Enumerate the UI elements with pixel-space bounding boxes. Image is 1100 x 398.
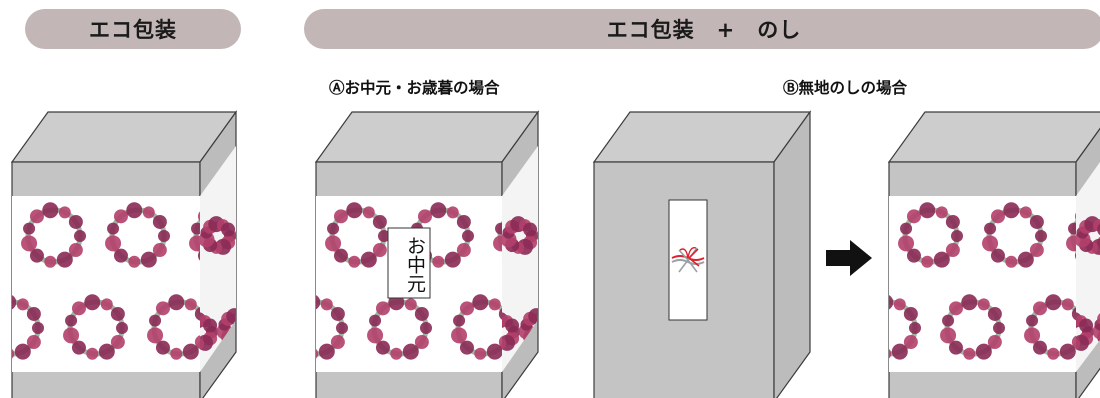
case-b-label: Ⓑ無地のしの場合 [783, 79, 908, 97]
noshi-ochugen-text: お中元 [404, 236, 426, 293]
eco-packaging-label: エコ包装 [25, 9, 241, 49]
right-arrow-icon [826, 240, 872, 276]
eco-packaging-noshi-label: エコ包装 + のし [304, 9, 1100, 49]
mizuhiki-icon [671, 247, 705, 273]
rose-wreath-icon [12, 202, 200, 360]
box-eco-noshi-a [314, 110, 540, 398]
noshi-label-card [387, 227, 431, 299]
case-a-label: Ⓐお中元・お歳暮の場合 [329, 79, 500, 97]
box-eco-result [887, 111, 1100, 398]
box-plain-noshi [592, 110, 812, 398]
box-eco [10, 110, 238, 398]
